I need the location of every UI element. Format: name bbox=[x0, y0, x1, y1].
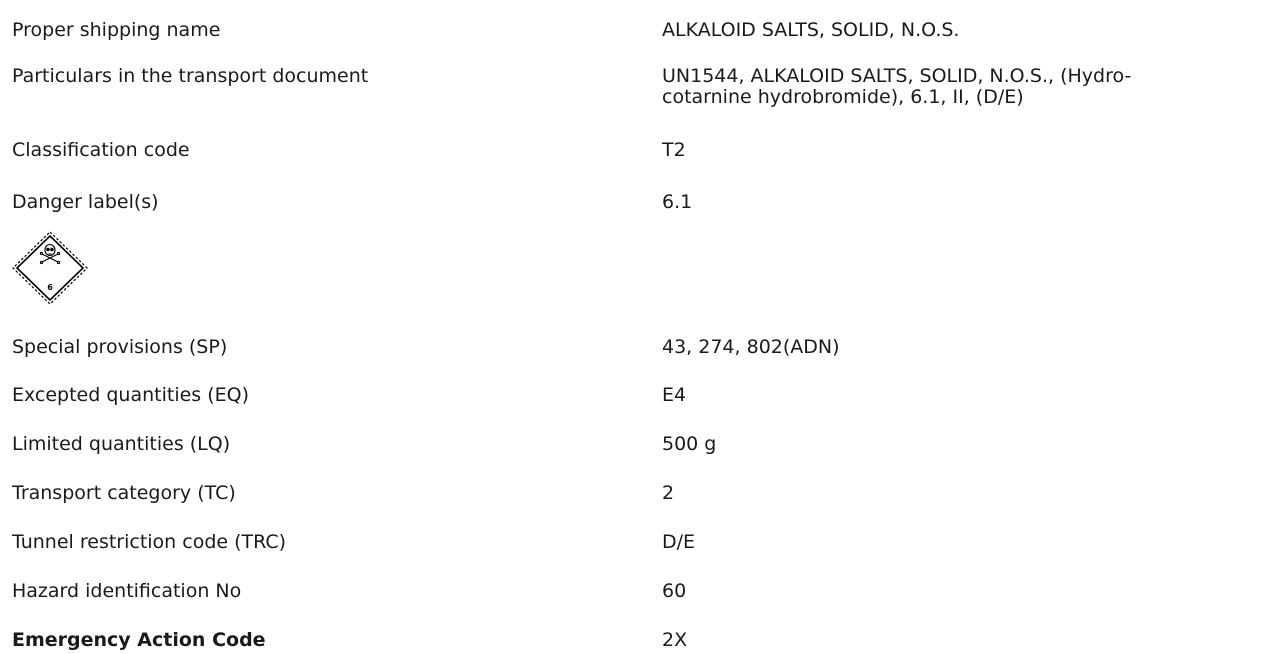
danger-label-class-number: 6 bbox=[47, 283, 53, 292]
label-transport-category: Transport category (TC) bbox=[12, 482, 236, 504]
toxic-skull-crossbones-icon: 6 bbox=[12, 231, 88, 305]
label-special-provisions: Special provisions (SP) bbox=[12, 336, 228, 358]
value-emergency-action-code: 2X bbox=[662, 629, 688, 651]
label-excepted-quantities: Excepted quantities (EQ) bbox=[12, 384, 250, 406]
value-tunnel-restriction-code: D/E bbox=[662, 531, 696, 553]
value-excepted-quantities: E4 bbox=[662, 384, 687, 406]
value-transport-document-particulars: UN1544, ALKALOID SALTS, SOLID, N.O.S., (… bbox=[662, 65, 1132, 108]
label-tunnel-restriction-code: Tunnel restriction code (TRC) bbox=[12, 531, 287, 553]
label-classification-code: Classification code bbox=[12, 139, 190, 161]
label-danger-labels: Danger label(s) bbox=[12, 191, 159, 213]
label-limited-quantities: Limited quantities (LQ) bbox=[12, 433, 231, 455]
skull-crossbones-icon bbox=[39, 243, 61, 265]
label-proper-shipping-name: Proper shipping name bbox=[12, 19, 221, 41]
value-danger-labels: 6.1 bbox=[662, 191, 693, 213]
value-classification-code: T2 bbox=[662, 139, 686, 161]
label-emergency-action-code: Emergency Action Code bbox=[12, 629, 266, 651]
value-proper-shipping-name: ALKALOID SALTS, SOLID, N.O.S. bbox=[662, 19, 960, 41]
label-hazard-identification-number: Hazard identification No bbox=[12, 580, 242, 602]
value-special-provisions: 43, 274, 802(ADN) bbox=[662, 336, 840, 358]
value-limited-quantities: 500 g bbox=[662, 433, 717, 455]
danger-diamond bbox=[12, 231, 88, 305]
value-hazard-identification-number: 60 bbox=[662, 580, 687, 602]
label-transport-document-particulars: Particulars in the transport document bbox=[12, 65, 369, 87]
value-transport-category: 2 bbox=[662, 482, 675, 504]
